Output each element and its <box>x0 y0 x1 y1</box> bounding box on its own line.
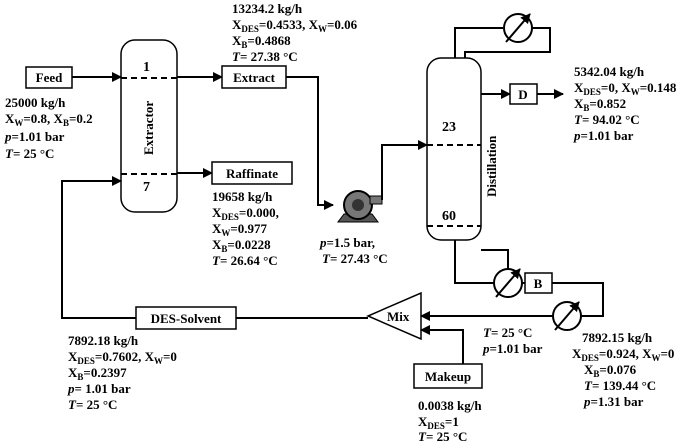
reboiler-arrow <box>495 268 521 298</box>
distillate-temperature: T= 94.02 °C <box>574 112 640 127</box>
raffinate-xdes: XDES=0.000, <box>212 205 279 222</box>
makeup-stream <box>420 325 464 364</box>
extractor-stage-top: 1 <box>143 60 150 75</box>
cooled-temperature: T= 25 °C <box>483 325 532 340</box>
raffinate-flow: 19658 kg/h <box>212 189 273 204</box>
distillate-label: D <box>518 87 527 102</box>
distillate-composition: XDES=0, XW=0.148 <box>574 80 677 97</box>
distillate-pressure: p=1.01 bar <box>573 128 634 143</box>
feed-temperature: T= 25 °C <box>5 146 54 161</box>
bottoms-pressure: p=1.31 bar <box>583 394 644 409</box>
makeup-xdes: XDES=1 <box>418 414 459 431</box>
bottoms-composition: XDES=0.924, XW=0 <box>572 346 674 363</box>
vapor-overhead-line <box>454 27 503 58</box>
bottoms-liquid-line <box>454 240 494 284</box>
distillate-xb: XB=0.852 <box>574 96 626 113</box>
boilup-line <box>481 249 509 269</box>
reflux-line <box>464 27 551 58</box>
distillation-label: Distillation <box>484 135 499 197</box>
raffinate-temperature: T= 26.64 °C <box>212 253 278 268</box>
cooled-pressure: p=1.01 bar <box>482 341 543 356</box>
distillate-flow: 5342.04 kg/h <box>574 64 645 79</box>
mixer-label: Mix <box>387 309 410 324</box>
extract-flow: 13234.2 kg/h <box>232 1 303 16</box>
pump-temperature: T= 27.43 °C <box>322 251 388 266</box>
extractor-column <box>120 39 178 213</box>
raffinate-label: Raffinate <box>226 166 278 181</box>
feed-composition: XW=0.8, XB=0.2 <box>5 111 93 128</box>
extract-temperature: T= 27.38 °C <box>232 49 298 64</box>
mixer-triangle <box>366 291 422 341</box>
pump-icon <box>337 190 383 223</box>
makeup-box <box>413 363 483 389</box>
extract-label: Extract <box>233 70 276 85</box>
extract-xb: XB=0.4868 <box>232 33 291 50</box>
des-solvent-xb: XB=0.2397 <box>68 365 127 382</box>
makeup-temperature: T= 25 °C <box>418 429 467 443</box>
bottoms-xb: XB=0.076 <box>584 362 637 379</box>
feed-flow: 25000 kg/h <box>5 95 66 110</box>
bottoms-product-line <box>552 282 604 317</box>
distillation-stage-top: 23 <box>442 120 456 135</box>
bottoms-label: B <box>534 276 543 291</box>
extract-stream-to-pump <box>286 76 334 210</box>
des-solvent-temperature: T= 25 °C <box>68 397 117 412</box>
pump-pressure: p=1.5 bar, <box>319 235 375 250</box>
raffinate-xb: XB=0.0228 <box>212 237 271 254</box>
bottoms-temperature: T= 139.44 °C <box>584 378 656 393</box>
raffinate-box <box>211 161 293 185</box>
extractor-stage-bottom: 7 <box>143 180 150 195</box>
raffinate-xw: XW=0.977 <box>212 221 268 238</box>
extractor-label: Extractor <box>141 101 156 155</box>
des-solvent-composition: XDES=0.7602, XW=0 <box>68 349 177 366</box>
bottoms-flow: 7892.15 kg/h <box>582 330 653 345</box>
condenser-arrow <box>505 13 531 43</box>
des-solvent-pressure: p= 1.01 bar <box>67 381 131 396</box>
distillation-stage-bottom: 60 <box>442 209 456 224</box>
makeup-label: Makeup <box>425 369 471 384</box>
extract-composition: XDES=0.4533, XW=0.06 <box>232 17 358 34</box>
cooler-arrow <box>554 301 580 331</box>
feed-label: Feed <box>36 70 63 85</box>
feed-pressure: p=1.01 bar <box>4 129 65 144</box>
pump-to-distillation-stream <box>381 140 428 200</box>
solvent-recycle-stream <box>61 176 136 319</box>
des-solvent-flow: 7892.18 kg/h <box>68 333 139 348</box>
des-solvent-label: DES-Solvent <box>151 311 222 326</box>
makeup-flow: 0.0038 kg/h <box>418 398 482 413</box>
